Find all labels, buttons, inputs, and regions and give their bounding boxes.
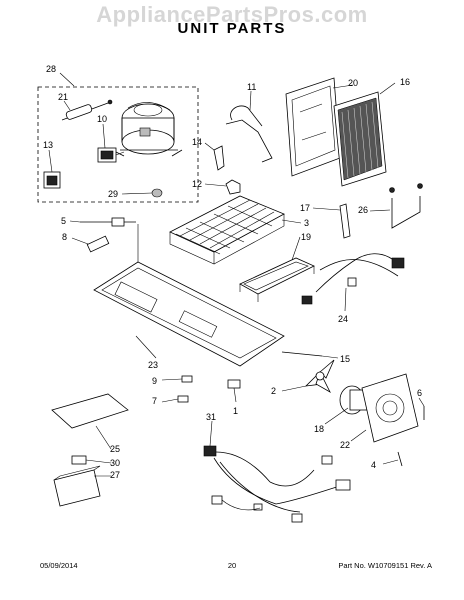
part-22-fan-bracket — [361, 373, 419, 443]
compressor-group-box — [37, 86, 199, 203]
callout-26: 26 — [358, 205, 368, 215]
leader-lines — [48, 72, 425, 477]
part-10-relay — [97, 147, 125, 163]
callout-5: 5 — [61, 216, 66, 226]
watermark: AppliancePartsPros.com — [96, 2, 368, 27]
part-24-harness — [301, 253, 405, 305]
part-29-grommet — [151, 188, 163, 198]
callout-11: 11 — [247, 82, 256, 92]
callout-9: 9 — [152, 376, 157, 386]
callout-23: 23 — [148, 360, 158, 370]
compressor-part — [115, 102, 183, 157]
part-23-base-plate — [93, 224, 285, 367]
callout-14: 14 — [192, 137, 202, 147]
part-14-bracket — [213, 145, 225, 171]
part-12-clip — [225, 179, 241, 195]
footer-date: 05/09/2014 — [40, 561, 78, 570]
callout-2: 2 — [271, 386, 276, 396]
part-30-clip — [71, 455, 87, 465]
callout-19: 19 — [301, 232, 311, 242]
callout-20: 20 — [348, 78, 358, 88]
part-27-box — [53, 465, 101, 507]
callout-6: 6 — [417, 388, 422, 398]
part-2-fan-blade — [304, 359, 335, 394]
callout-8: 8 — [62, 232, 67, 242]
callout-29: 29 — [108, 189, 118, 199]
footer-page-number: 20 — [227, 561, 237, 570]
callout-27: 27 — [110, 470, 120, 480]
part-7-screw — [177, 395, 189, 403]
callout-22: 22 — [340, 440, 350, 450]
callout-4: 4 — [371, 460, 376, 470]
callout-10: 10 — [97, 114, 107, 124]
part-21-relay-wire — [61, 99, 113, 121]
part-8-connector — [86, 235, 110, 253]
part-13-overload — [43, 171, 61, 189]
callout-7: 7 — [152, 396, 157, 406]
part-25-sheet — [51, 393, 129, 429]
callout-15: 15 — [340, 354, 350, 364]
part-5-wire — [80, 217, 136, 227]
callout-28: 28 — [46, 64, 56, 74]
part-9-screw — [181, 375, 193, 383]
footer-part-number: Part No. W10709151 Rev. A — [338, 561, 432, 570]
callout-17: 17 — [300, 203, 310, 213]
page-title: UNIT PARTS — [177, 20, 287, 37]
part-11-tube — [225, 105, 273, 163]
callout-21: 21 — [58, 92, 68, 102]
callout-30: 30 — [110, 458, 120, 468]
part-15-rod — [281, 351, 323, 357]
part-17-tube — [339, 203, 351, 239]
part-20-shroud — [285, 77, 341, 177]
callout-1: 1 — [233, 406, 238, 416]
part-3-coil — [169, 195, 285, 265]
callout-12: 12 — [192, 179, 202, 189]
callout-13: 13 — [43, 140, 53, 150]
part-19-drain-pan — [239, 257, 315, 302]
callout-16: 16 — [400, 77, 410, 87]
callout-3: 3 — [304, 218, 309, 228]
part-31-main-harness — [203, 445, 351, 523]
part-26-tube — [389, 183, 423, 229]
part-1-grommet — [227, 379, 241, 389]
callout-24: 24 — [338, 314, 348, 324]
callout-25: 25 — [110, 444, 120, 454]
callout-31: 31 — [206, 412, 216, 422]
callout-18: 18 — [314, 424, 324, 434]
part-16-condenser — [333, 91, 387, 187]
part-4-screw — [397, 451, 403, 467]
